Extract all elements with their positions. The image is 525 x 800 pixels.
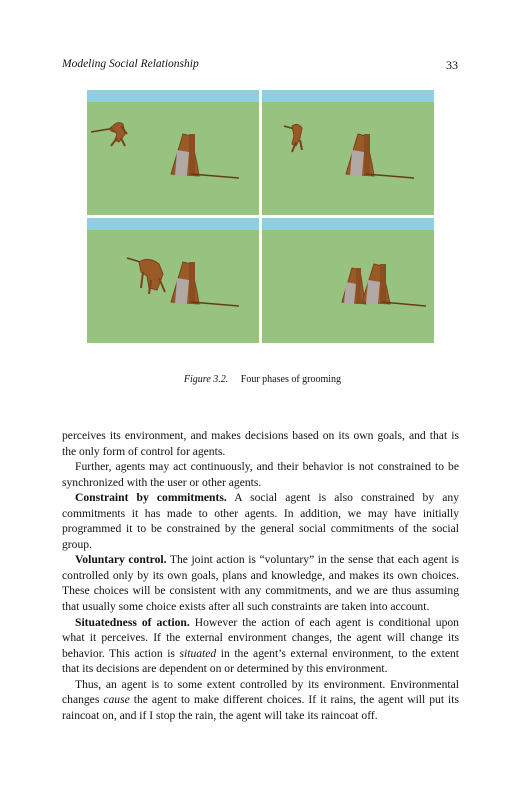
sitting-baboon-figure: [345, 133, 415, 179]
paragraph-6-text-a: Thus, an agent is to some extent control…: [62, 677, 459, 707]
paragraph-5-text-a: However the action of each agent is cond…: [62, 615, 459, 660]
panel-sky: [87, 90, 259, 102]
arriving-baboon-figure: [126, 257, 166, 295]
paragraph-5: Situatedness of action. However the acti…: [62, 615, 459, 677]
body-text: perceives its environment, and makes dec…: [62, 428, 459, 723]
sitting-baboon-figure: [170, 133, 240, 179]
panel-sky: [262, 90, 434, 102]
figure-label: Figure 3.2.: [183, 374, 229, 385]
paragraph-3-text: A social agent is also constrained by an…: [62, 491, 459, 551]
grooming-scene-2: [283, 123, 415, 179]
paragraph-5-heading: Situatedness of action.: [75, 615, 190, 629]
paragraph-5-text-b: in the agent’s external environment, to …: [62, 646, 459, 676]
sitting-baboon-figure: [361, 263, 427, 307]
grooming-panel-1: [87, 90, 259, 215]
paragraph-6-emphasis: cause: [103, 693, 130, 707]
grooming-scene-4: [341, 263, 427, 307]
panel-sky: [262, 218, 434, 230]
grooming-scene-3: [126, 257, 240, 307]
grooming-panel-4: [262, 218, 434, 343]
paragraph-6-text-b: the agent to make different choices. If …: [62, 693, 459, 722]
paragraph-3-heading: Constraint by commitments.: [75, 491, 227, 505]
paragraph-3: Constraint by commitments. A social agen…: [62, 490, 459, 552]
paragraph-1: perceives its environment, and makes dec…: [62, 429, 459, 458]
running-head: Modeling Social Relationship 33: [62, 58, 458, 72]
grooming-panel-2: [262, 90, 434, 215]
grooming-scene-1: [90, 122, 240, 179]
approaching-baboon-figure: [283, 123, 303, 153]
walking-baboon-figure: [90, 122, 128, 147]
paragraph-5-emphasis: situated: [179, 646, 217, 660]
paragraph-2: Further, agents may act continuously, an…: [62, 460, 459, 489]
panel-sky: [87, 218, 259, 230]
grooming-baboon-figure: [341, 267, 367, 305]
figure-caption: Figure 3.2. Four phases of grooming: [0, 374, 525, 385]
paragraph-4-text: The joint action is “voluntary” in the s…: [62, 553, 459, 614]
grooming-panel-3: [87, 218, 259, 343]
figure-caption-text: Four phases of grooming: [240, 374, 342, 385]
paragraph-4: Voluntary control. The joint action is “…: [62, 552, 459, 614]
page-number: 33: [446, 58, 458, 72]
paragraph-4-heading: Voluntary control.: [75, 553, 167, 567]
running-title: Modeling Social Relationship: [62, 58, 199, 70]
paragraph-6: Thus, an agent is to some extent control…: [62, 677, 459, 724]
sitting-baboon-figure: [170, 261, 240, 307]
